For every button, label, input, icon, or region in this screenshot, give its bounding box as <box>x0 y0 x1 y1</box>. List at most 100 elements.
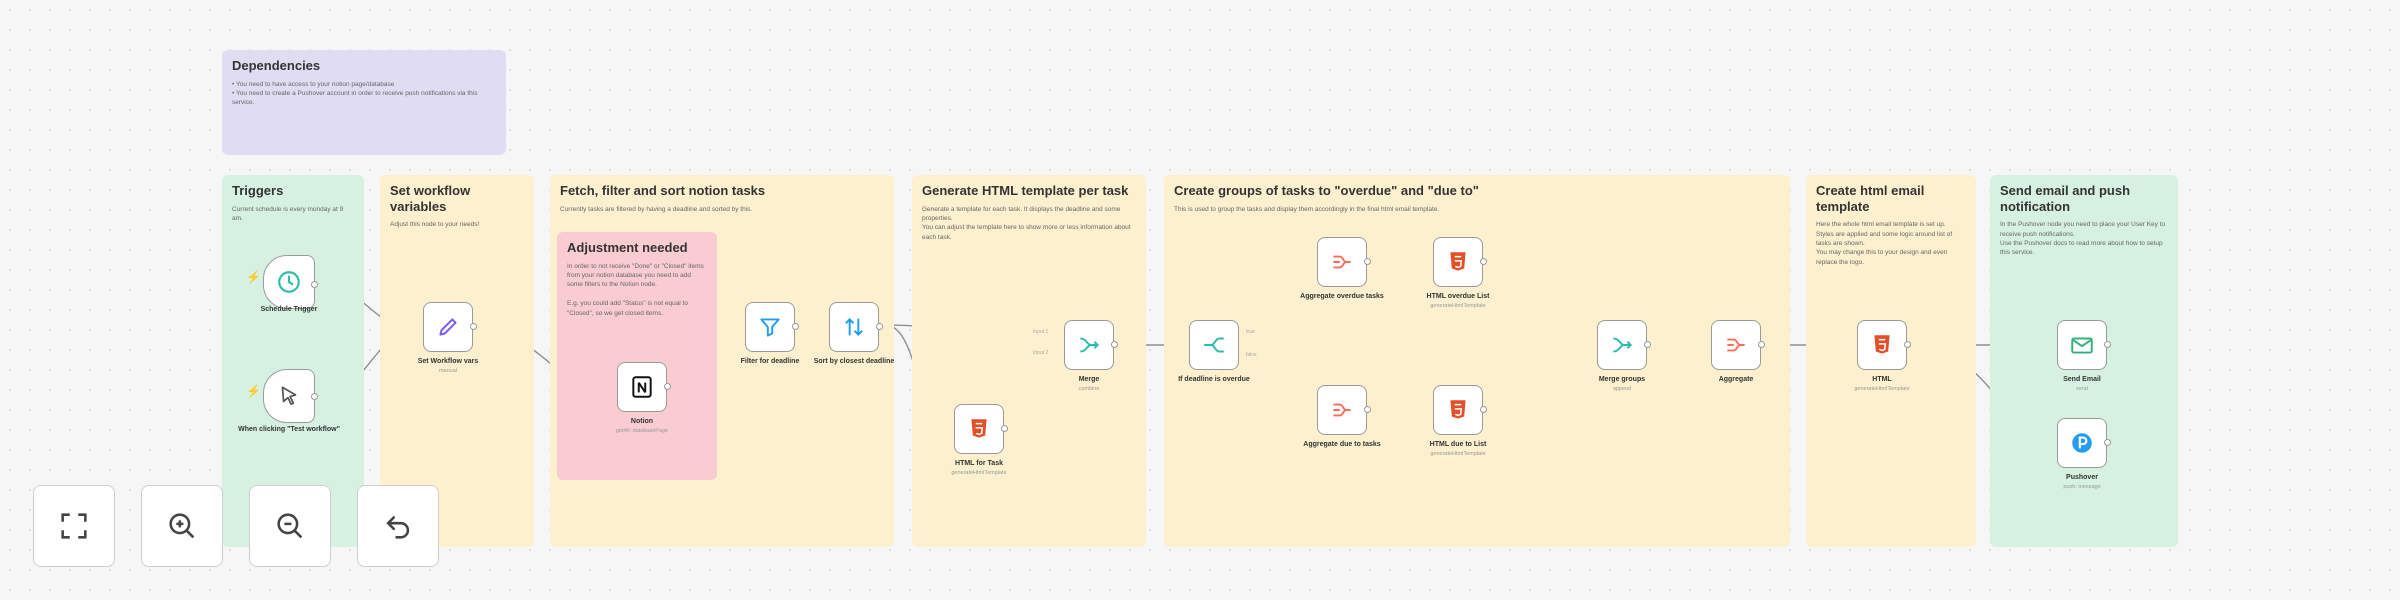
node-subtitle: push: message <box>2063 484 2101 490</box>
node-label: Send Email <box>2063 376 2101 383</box>
note-title: Set workflow variables <box>390 183 471 214</box>
fit-view-button[interactable] <box>33 485 115 567</box>
node-label: When clicking "Test workflow" <box>238 426 340 433</box>
node-subtitle: generateHtmlTemplate <box>1854 386 1910 392</box>
zoom-in-icon <box>169 513 195 539</box>
send-email-node[interactable] <box>2057 320 2107 370</box>
node-label: Notion <box>630 418 654 425</box>
output-port[interactable] <box>2104 439 2111 446</box>
note-title: Triggers <box>232 183 284 198</box>
zoom-out-button[interactable] <box>249 485 331 567</box>
pushover-node[interactable] <box>2057 418 2107 468</box>
pushover-icon <box>2072 433 2092 453</box>
notion-node[interactable] <box>617 362 667 412</box>
trigger-bolt-icon: ⚡ <box>246 384 261 398</box>
html-overdue-list-node[interactable] <box>1433 237 1483 287</box>
output-port[interactable] <box>876 323 883 330</box>
note-title: Create groups of tasks to "overdue" and … <box>1174 183 1479 198</box>
note-body: Currently tasks are filtered by having a… <box>560 205 753 213</box>
html5-icon <box>971 419 987 438</box>
aggregate-icon <box>1727 338 1745 352</box>
node-label: HTML overdue List <box>1426 293 1490 300</box>
note-dependencies[interactable]: Dependencies • You need to have access t… <box>222 50 506 155</box>
notion-icon <box>632 376 652 398</box>
port-label: Input 1 <box>1033 329 1049 335</box>
output-port[interactable] <box>2104 341 2111 348</box>
output-port[interactable] <box>1644 341 1651 348</box>
port-label: true <box>1246 329 1255 335</box>
sort-icon <box>845 318 863 336</box>
node-label: If deadline is overdue <box>1178 376 1250 383</box>
node-label: Merge <box>1078 376 1100 383</box>
note-body: In the Pushover node you need to place y… <box>2000 221 2166 257</box>
html-node[interactable] <box>1857 320 1907 370</box>
aggregate-icon <box>1333 403 1351 417</box>
node-label: Merge groups <box>1598 376 1646 383</box>
note-body: This is used to group the tasks and disp… <box>1174 205 1440 213</box>
aggregate-icon <box>1333 255 1351 269</box>
reset-zoom-button[interactable] <box>357 485 439 567</box>
sort-node[interactable] <box>829 302 879 352</box>
aggregate-due-node[interactable] <box>1317 385 1367 435</box>
if-overdue-node[interactable] <box>1189 320 1239 370</box>
note-groups[interactable]: Create groups of tasks to "overdue" and … <box>1164 175 1790 547</box>
zoom-in-button[interactable] <box>141 485 223 567</box>
filter-node[interactable] <box>745 302 795 352</box>
merge-groups-node[interactable] <box>1597 320 1647 370</box>
node-label: Sort by closest deadline <box>813 358 895 365</box>
note-adjustment[interactable]: Adjustment needed In order to not receiv… <box>557 232 717 480</box>
note-title: Dependencies <box>232 58 321 73</box>
html5-icon <box>1874 335 1890 354</box>
clock-icon <box>278 271 300 293</box>
merge-icon <box>1613 337 1633 353</box>
node-subtitle: combine <box>1078 386 1100 392</box>
node-label: HTML due to List <box>1429 441 1487 448</box>
output-port[interactable] <box>1001 425 1008 432</box>
output-port[interactable] <box>1480 406 1487 413</box>
node-label: Schedule Trigger <box>260 306 318 313</box>
trigger-bolt-icon: ⚡ <box>246 270 261 284</box>
undo-icon <box>386 516 410 539</box>
aggregate-node[interactable] <box>1711 320 1761 370</box>
note-body: In order to not receive "Done" or "Close… <box>567 262 704 317</box>
node-subtitle: append <box>1612 386 1632 392</box>
output-port[interactable] <box>792 323 799 330</box>
node-label: HTML <box>1872 376 1892 383</box>
output-port[interactable] <box>1364 406 1371 413</box>
node-label: Aggregate overdue tasks <box>1300 293 1384 300</box>
envelope-icon <box>2071 337 2093 354</box>
output-port[interactable] <box>1758 341 1765 348</box>
output-port[interactable] <box>664 383 671 390</box>
note-body: Generate a template for each task. It di… <box>922 205 1131 241</box>
node-label: Aggregate <box>1718 376 1754 383</box>
fullscreen-icon <box>61 513 87 539</box>
pencil-icon <box>439 318 457 336</box>
node-label: Aggregate due to tasks <box>1303 441 1381 448</box>
output-port[interactable] <box>1364 258 1371 265</box>
note-body: • You need to have access to your notion… <box>232 80 478 107</box>
node-subtitle: send <box>2076 386 2088 392</box>
merge-node[interactable] <box>1064 320 1114 370</box>
node-subtitle: manual <box>438 368 458 374</box>
output-port[interactable] <box>311 393 318 400</box>
manual-trigger-node[interactable] <box>263 369 315 423</box>
output-port[interactable] <box>470 323 477 330</box>
funnel-icon <box>760 318 780 337</box>
note-title: Fetch, filter and sort notion tasks <box>560 183 766 198</box>
html-due-list-node[interactable] <box>1433 385 1483 435</box>
schedule-trigger-node[interactable] <box>263 255 315 309</box>
port-label: Input 2 <box>1033 350 1049 356</box>
html-for-task-node[interactable] <box>954 404 1004 454</box>
node-subtitle: generateHtmlTemplate <box>1430 303 1486 309</box>
node-subtitle: generateHtmlTemplate <box>951 470 1007 476</box>
output-port[interactable] <box>1904 341 1911 348</box>
note-title: Adjustment needed <box>567 240 688 255</box>
html5-icon <box>1450 252 1466 271</box>
output-port[interactable] <box>311 281 318 288</box>
note-body: Adjust this node to your needs! <box>390 221 480 229</box>
note-body: Current schedule is every monday at 9 am… <box>232 205 344 223</box>
set-workflow-vars-node[interactable] <box>423 302 473 352</box>
aggregate-overdue-node[interactable] <box>1317 237 1367 287</box>
output-port[interactable] <box>1480 258 1487 265</box>
output-port[interactable] <box>1111 341 1118 348</box>
